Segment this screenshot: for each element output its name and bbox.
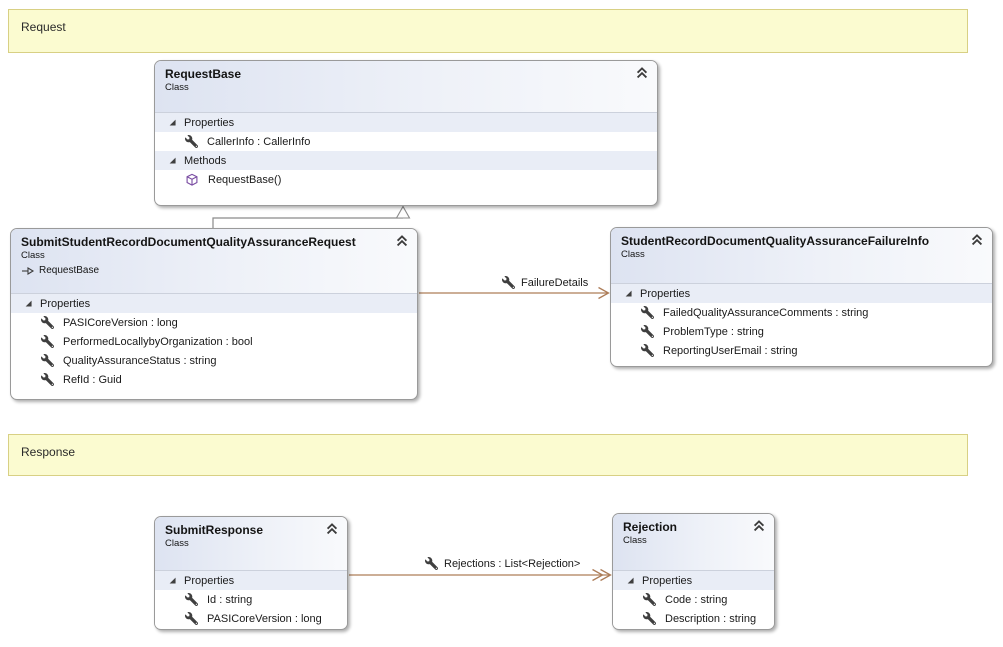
member-row[interactable]: CallerInfo : CallerInfo [155,132,657,151]
class-name: RequestBase [165,67,242,81]
class-kind: Class [623,535,647,546]
class-header: Rejection Class [613,514,774,571]
member-row[interactable]: RefId : Guid [11,370,417,389]
section-properties[interactable]: Properties [11,294,417,313]
inherits-row: RequestBase [21,265,407,276]
expander-triangle-icon[interactable] [24,299,33,308]
section-properties[interactable]: Properties [613,571,774,590]
expander-triangle-icon[interactable] [168,156,177,165]
collapse-chevron-icon[interactable] [752,519,766,533]
class-kind: Class [21,250,45,261]
member-row[interactable]: PerformedLocallybyOrganization : bool [11,332,417,351]
member-row[interactable]: ReportingUserEmail : string [611,341,992,360]
member-label: CallerInfo : CallerInfo [207,135,311,148]
member-label: PerformedLocallybyOrganization : bool [63,335,253,348]
method-cube-icon [185,173,199,187]
property-wrench-icon [643,593,656,606]
section-methods[interactable]: Methods [155,151,657,170]
connector-label-text: Rejections : List<Rejection> [444,557,581,570]
class-name: SubmitStudentRecordDocumentQualityAssura… [21,235,356,249]
member-row[interactable]: Description : string [613,609,774,628]
class-name: StudentRecordDocumentQualityAssuranceFai… [621,234,930,248]
collapse-chevron-icon[interactable] [635,66,649,80]
expander-triangle-icon[interactable] [168,576,177,585]
class-header: RequestBase Class [155,61,657,113]
expander-triangle-icon[interactable] [624,289,633,298]
member-label: QualityAssuranceStatus : string [63,354,217,367]
collapse-chevron-icon[interactable] [970,233,984,247]
member-row[interactable]: QualityAssuranceStatus : string [11,351,417,370]
member-row[interactable]: RequestBase() [155,170,657,189]
rejections-connector[interactable] [349,568,612,582]
class-submit-student-record-request[interactable]: SubmitStudentRecordDocumentQualityAssura… [10,228,418,400]
section-label: Methods [184,154,227,167]
section-label: Properties [184,116,235,129]
member-row[interactable]: Id : string [155,590,347,609]
property-wrench-icon [185,612,198,625]
member-label: Description : string [665,612,757,625]
member-label: ReportingUserEmail : string [663,344,798,357]
expander-triangle-icon[interactable] [168,118,177,127]
member-row[interactable]: PASICoreVersion : long [155,609,347,628]
member-label: ProblemType : string [663,325,764,338]
property-wrench-icon [185,593,198,606]
property-wrench-icon [41,335,54,348]
property-wrench-icon [425,557,438,570]
collapse-chevron-icon[interactable] [395,234,409,248]
class-failure-info[interactable]: StudentRecordDocumentQualityAssuranceFai… [610,227,993,367]
property-wrench-icon [641,325,654,338]
member-row[interactable]: Code : string [613,590,774,609]
expander-triangle-icon[interactable] [626,576,635,585]
member-label: PASICoreVersion : long [207,612,322,625]
section-properties[interactable]: Properties [155,113,657,132]
member-label: FailedQualityAssuranceComments : string [663,306,869,319]
section-properties[interactable]: Properties [155,571,347,590]
inheritance-connector[interactable] [212,205,411,229]
property-wrench-icon [41,373,54,386]
section-label: Properties [40,297,91,310]
section-label: Properties [640,287,691,300]
member-label: PASICoreVersion : long [63,316,178,329]
class-header: SubmitResponse Class [155,517,347,571]
collapse-chevron-icon[interactable] [325,522,339,536]
class-rejection[interactable]: Rejection Class Properties Code : string… [612,513,775,630]
class-header: StudentRecordDocumentQualityAssuranceFai… [611,228,992,284]
property-wrench-icon [185,135,198,148]
inherits-label: RequestBase [39,265,100,276]
section-label: Properties [642,574,693,587]
connector-label-text: FailureDetails [521,276,589,289]
class-submit-response[interactable]: SubmitResponse Class Properties Id : str… [154,516,348,630]
member-label: RefId : Guid [63,373,122,386]
class-name: SubmitResponse [165,523,264,537]
section-label: Properties [184,574,235,587]
inherits-arrow-icon [21,266,35,276]
class-kind: Class [165,82,189,93]
property-wrench-icon [41,354,54,367]
property-wrench-icon [41,316,54,329]
comment-response-text: Response [21,445,76,459]
class-kind: Class [621,249,645,260]
property-wrench-icon [643,612,656,625]
property-wrench-icon [502,276,515,289]
member-row[interactable]: PASICoreVersion : long [11,313,417,332]
failure-details-connector[interactable] [419,286,610,300]
property-wrench-icon [641,306,654,319]
member-row[interactable]: FailedQualityAssuranceComments : string [611,303,992,322]
class-request-base[interactable]: RequestBase Class Properties CallerInfo … [154,60,658,206]
comment-request[interactable]: Request [8,9,968,53]
comment-request-text: Request [21,20,66,34]
section-properties[interactable]: Properties [611,284,992,303]
member-label: Code : string [665,593,728,606]
class-kind: Class [165,538,189,549]
member-label: RequestBase() [208,173,282,186]
rejections-label[interactable]: Rejections : List<Rejection> [425,557,580,570]
member-label: Id : string [207,593,253,606]
member-row[interactable]: ProblemType : string [611,322,992,341]
class-name: Rejection [623,520,678,534]
class-header: SubmitStudentRecordDocumentQualityAssura… [11,229,417,294]
comment-response[interactable]: Response [8,434,968,476]
property-wrench-icon [641,344,654,357]
failure-details-label[interactable]: FailureDetails [502,276,588,289]
